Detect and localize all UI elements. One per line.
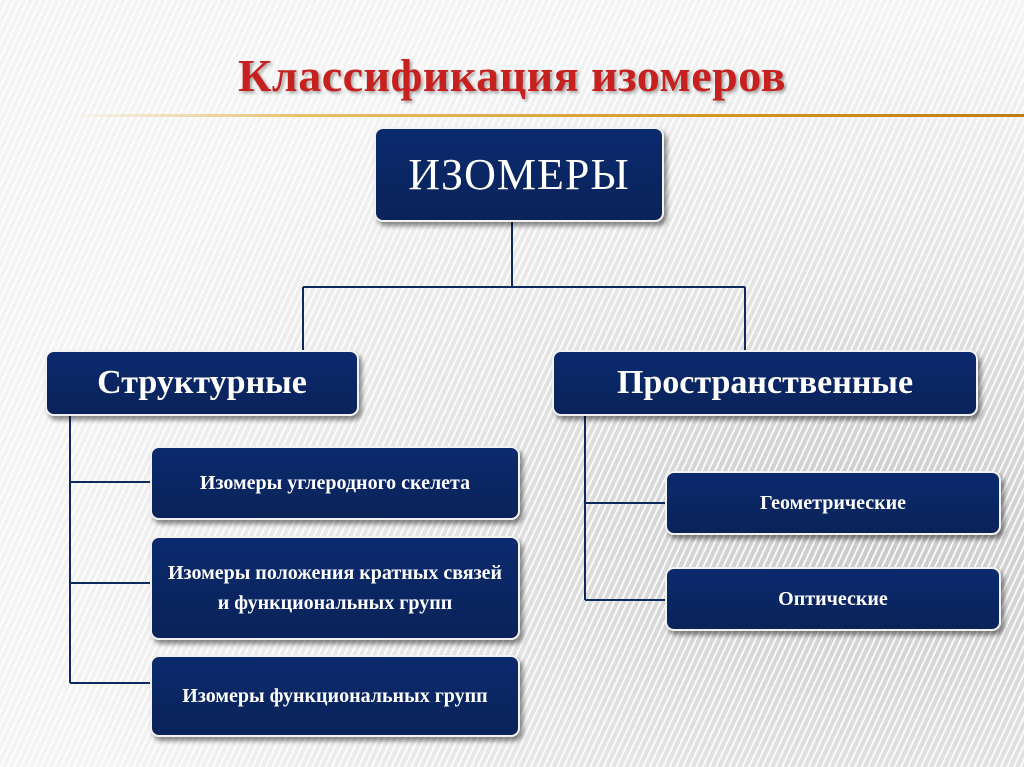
slide-title: Классификация изомеров [238, 50, 786, 101]
title-underline [64, 114, 1024, 117]
node-position-isomers: Изомеры положения кратных связей и функц… [150, 536, 520, 640]
node-carbon-skeleton-isomers: Изомеры углеродного скелета [150, 446, 520, 520]
node-geometric: Геометрические [665, 471, 1001, 535]
node-functional-group-isomers: Изомеры функциональных групп [150, 655, 520, 737]
node-optical: Оптические [665, 567, 1001, 631]
node-structural: Структурные [45, 350, 359, 416]
root-node-isomers: ИЗОМЕРЫ [374, 127, 664, 222]
node-spatial: Пространственные [552, 350, 978, 416]
